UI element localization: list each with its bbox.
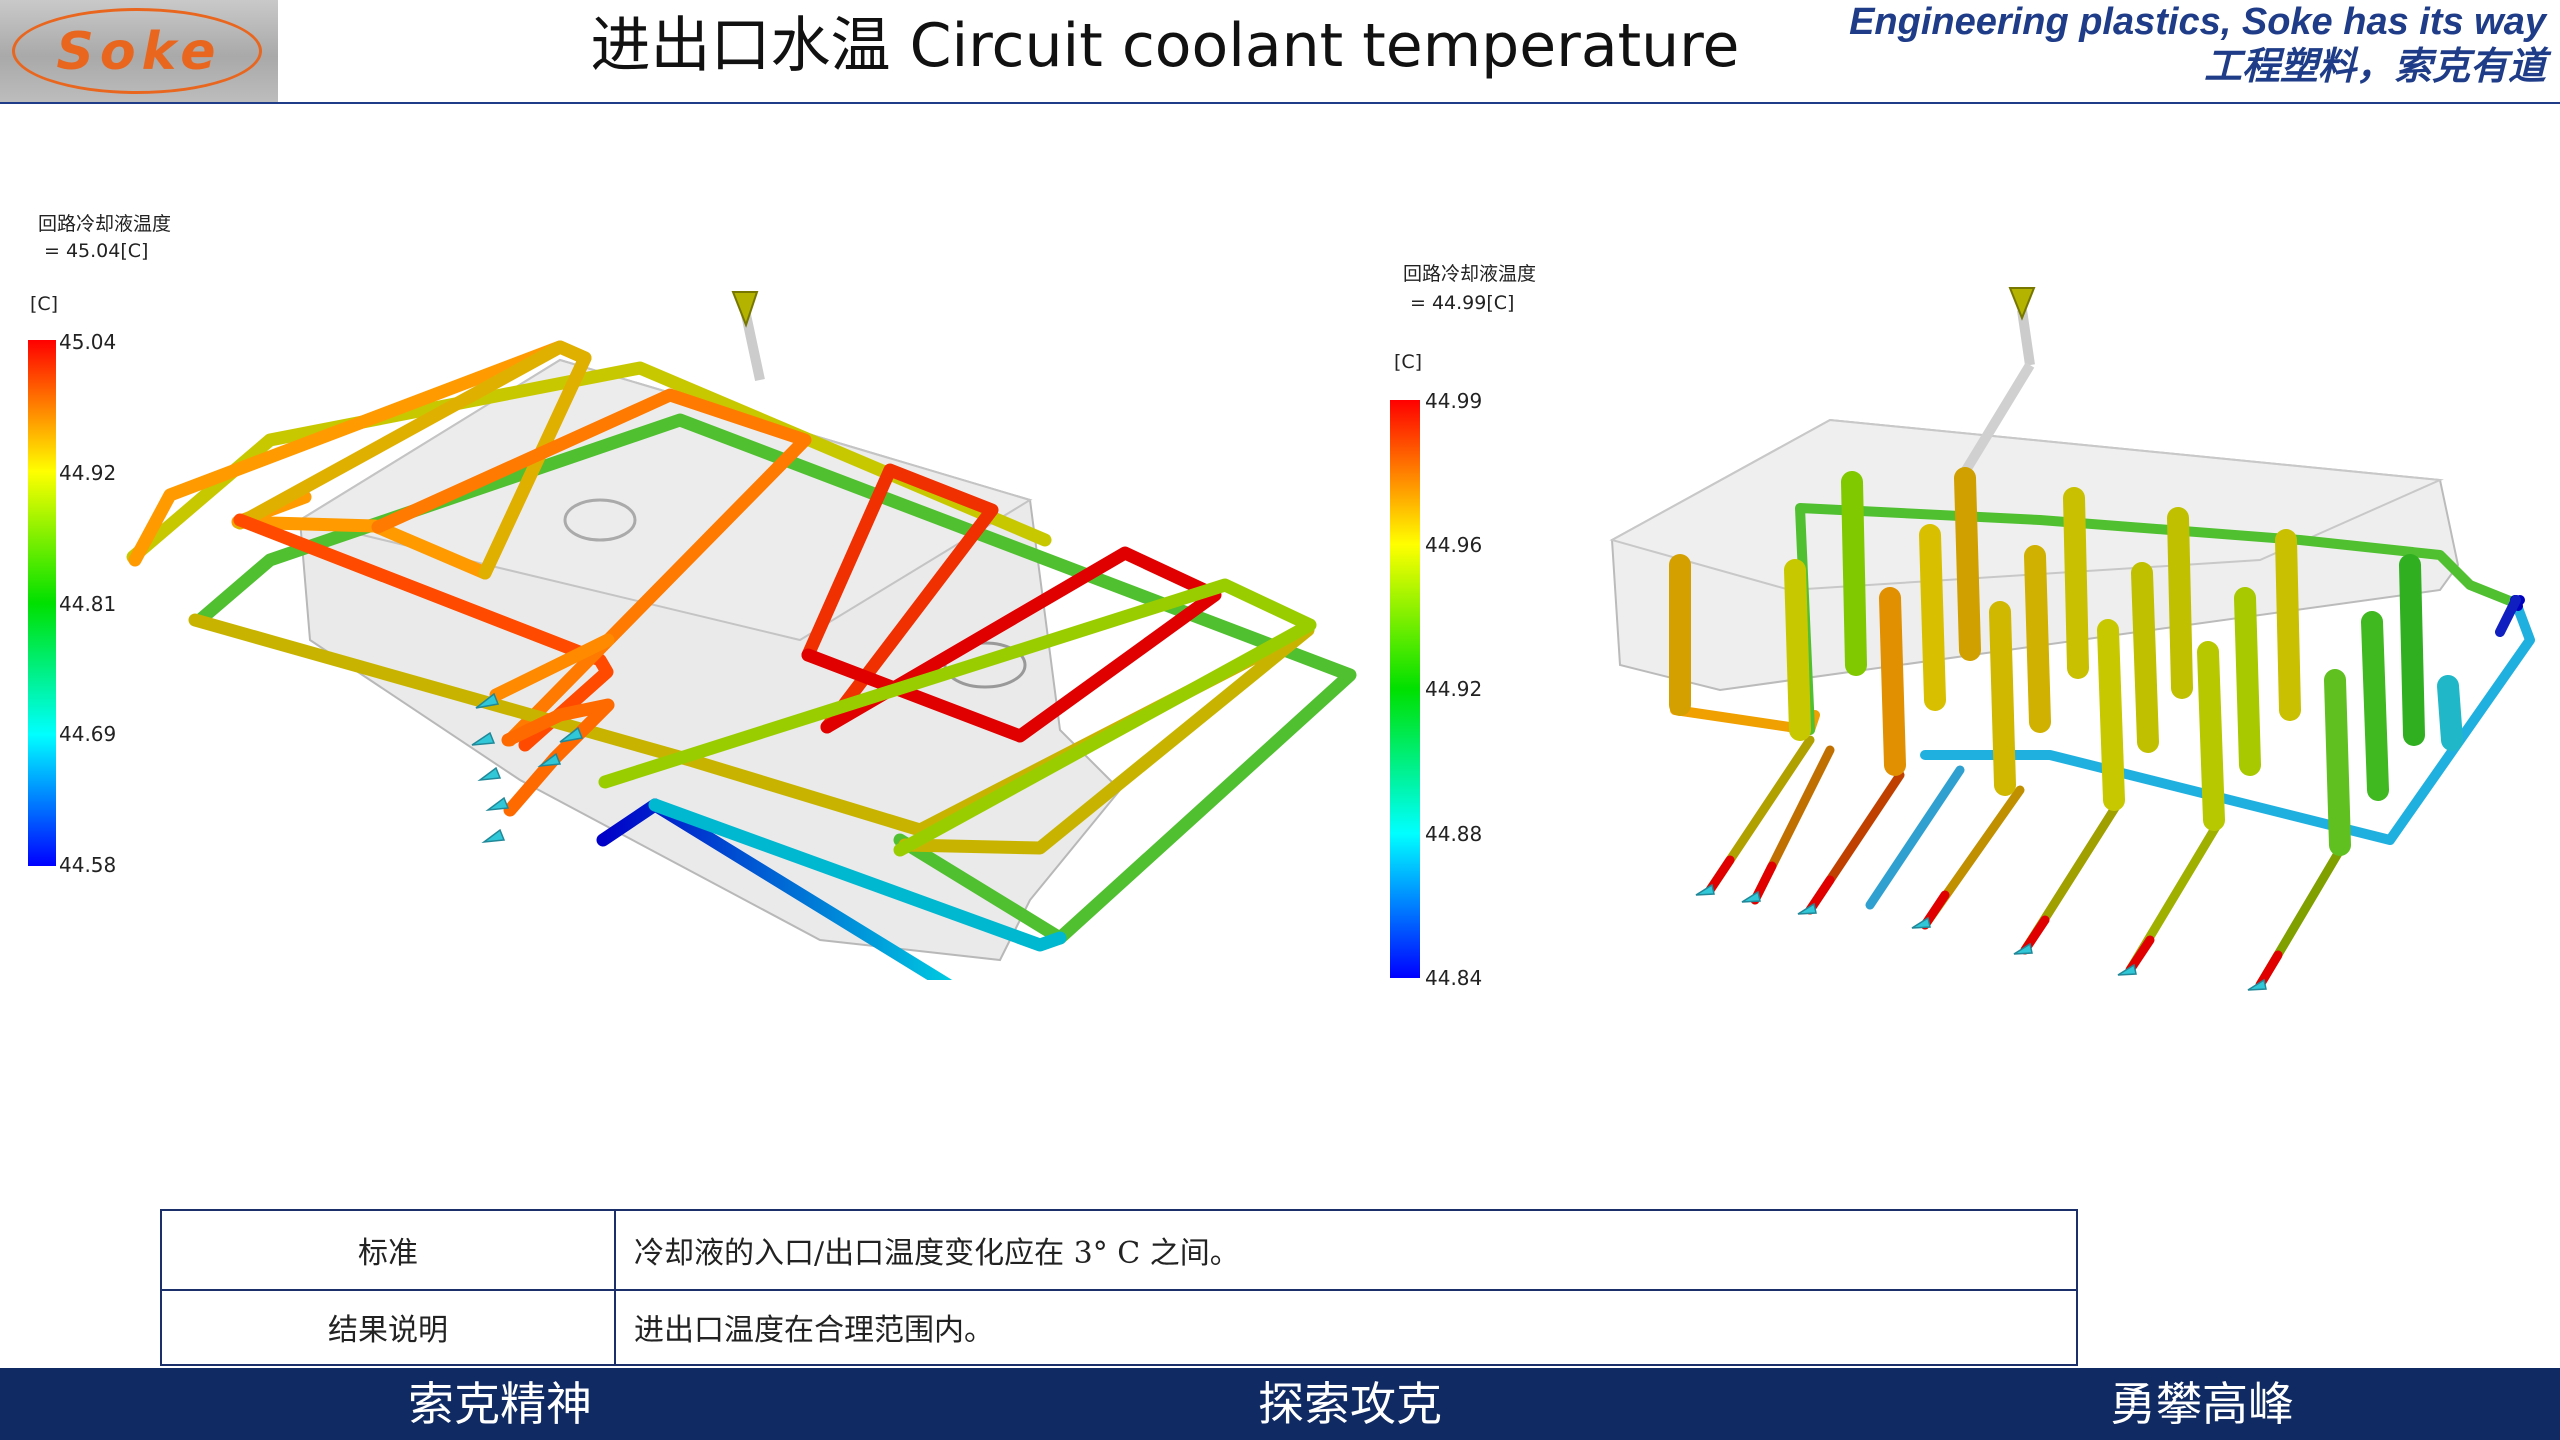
left-model-view	[126, 291, 1357, 980]
baffle	[2097, 619, 2125, 811]
cooling-channel	[1705, 855, 1735, 895]
results-table: 标准 冷却液的入口/出口温度变化应在 3° C 之间。 结果说明 进出口温度在合…	[160, 1209, 2078, 1366]
cooling-channel	[2495, 595, 2521, 637]
right-tick: 44.99	[1425, 389, 1483, 413]
baffle	[2324, 669, 2351, 856]
baffle	[2361, 611, 2389, 801]
baffle	[2197, 641, 2225, 831]
left-result-value: = 45.04[C]	[44, 240, 149, 262]
right-result-name: 回路冷却液温度	[1403, 263, 1537, 285]
left-tick: 44.58	[59, 853, 117, 877]
cooling-channel	[193, 413, 1357, 945]
slogan: Engineering plastics, Soke has its way 工…	[1849, 0, 2546, 88]
cooling-channel	[489, 633, 615, 702]
baffle	[2167, 507, 2193, 699]
baffle	[1989, 601, 2016, 796]
table-row: 标准 冷却液的入口/出口温度变化应在 3° C 之间。	[162, 1211, 2076, 1291]
right-tick: 44.96	[1425, 533, 1483, 557]
footer-item: 探索攻克	[1258, 1377, 1442, 1431]
right-model-view	[1609, 287, 2535, 991]
cooling-channel	[371, 388, 812, 747]
logo-text: Soke	[56, 22, 222, 82]
right-color-bar	[1390, 400, 1420, 978]
part-top-face	[1609, 418, 2444, 592]
inlet-arrow-icon	[1695, 883, 2267, 991]
left-color-bar	[28, 340, 56, 866]
baffle	[2063, 487, 2089, 679]
cooling-channel	[233, 340, 592, 580]
injection-cone-icon	[731, 291, 759, 328]
footer-item: 索克精神	[408, 1377, 592, 1431]
part-boss	[563, 498, 637, 542]
cooling-channel	[1795, 503, 2520, 735]
baffle	[1954, 467, 1981, 661]
cooling-circuits	[1670, 503, 2535, 990]
baffle	[1879, 587, 1906, 776]
baffle	[2399, 554, 2425, 746]
baffle	[2437, 675, 2463, 751]
slogan-en: Engineering plastics, Soke has its way	[1849, 1, 2546, 43]
cooling-channel	[801, 546, 1222, 743]
page-title: 进出口水温 Circuit coolant temperature	[590, 11, 1740, 81]
cooling-channel	[598, 578, 1317, 857]
baffle	[1919, 524, 1946, 711]
table-row-value: 进出口温度在合理范围内。	[634, 1312, 994, 1348]
left-tick: 45.04	[59, 330, 117, 354]
table-row-key: 标准	[162, 1211, 616, 1289]
table-row-value: 冷却液的入口/出口温度变化应在 3° C 之间。	[634, 1236, 1240, 1271]
baffle	[2275, 529, 2301, 721]
logo-ring	[12, 8, 262, 94]
left-tick: 44.69	[59, 722, 117, 746]
baffle	[2131, 562, 2159, 753]
baffle	[2024, 545, 2051, 733]
left-tick: 44.92	[59, 461, 117, 485]
baffle	[1841, 471, 1867, 676]
sprue	[1955, 362, 2035, 483]
cooling-channel	[648, 798, 1067, 952]
left-tick: 44.81	[59, 592, 117, 616]
right-tick: 44.84	[1425, 966, 1483, 990]
right-result-value: = 44.99[C]	[1410, 292, 1515, 314]
right-tick: 44.92	[1425, 677, 1483, 701]
cooling-circuits	[126, 340, 1357, 980]
injection-cone-icon	[2008, 287, 2036, 321]
cooling-channel	[501, 698, 615, 817]
footer-item: 勇攀高峰	[2110, 1377, 2294, 1431]
baffle	[1784, 559, 1811, 741]
sprue	[2017, 309, 2035, 366]
cooling-channel	[801, 463, 999, 734]
cooling-channel	[1865, 765, 1965, 910]
slogan-cn: 工程塑料，索克有道	[2203, 44, 2546, 88]
left-result-name: 回路冷却液温度	[38, 213, 172, 235]
left-unit-label: [C]	[30, 293, 59, 315]
table-row-key: 结果说明	[162, 1289, 616, 1364]
baffle	[2234, 587, 2261, 776]
inlet-arrow-icon	[471, 692, 584, 844]
table-row: 结果说明 进出口温度在合理范围内。	[162, 1289, 2076, 1364]
right-unit-label: [C]	[1394, 351, 1423, 373]
header-divider	[0, 102, 2560, 104]
baffles	[1669, 467, 2463, 856]
right-tick: 44.88	[1425, 822, 1483, 846]
soke-logo: Soke	[0, 0, 278, 103]
footer-bar: 索克精神 探索攻克 勇攀高峰	[0, 1368, 2560, 1440]
